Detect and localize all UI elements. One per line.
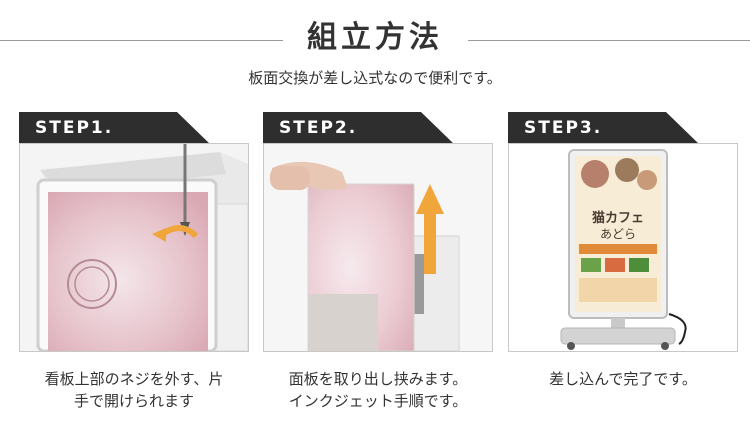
page-title: 組立方法 [307, 20, 443, 55]
step-tab-shape [19, 112, 211, 145]
step-1: STEP1. 看板上部のネジを外す、片 手 [19, 112, 249, 410]
step-2-caption: 面板を取り出し挟みます。 インクジェット手順です。 [253, 368, 503, 412]
step-1-tab: STEP1. [19, 112, 249, 145]
step-1-illustration [20, 144, 248, 351]
step-3-label: STEP3. [524, 118, 603, 138]
step-1-image [19, 143, 249, 352]
step-3-image: 猫カフェ あどら [508, 143, 738, 352]
step-3: STEP3. 猫カフェ あどら 差し込んで完了です。 [508, 112, 738, 388]
step-3-caption-line1: 差し込んで完了です。 [549, 370, 697, 388]
step-tab-shape [508, 112, 700, 145]
page-subtitle: 板面交換が差し込式なので便利です。 [248, 69, 502, 87]
poster-main-text: 猫カフェ [592, 210, 644, 226]
step-3-illustration: 猫カフェ あどら [509, 144, 737, 351]
step-2-caption-line2: インクジェット手順です。 [288, 392, 468, 410]
step-1-caption-line1: 看板上部のネジを外す、片 [44, 370, 224, 388]
title-rule-left [0, 40, 283, 41]
step-1-label: STEP1. [35, 118, 114, 138]
poster-sub-text: あどら [600, 227, 636, 241]
step-2: STEP2. 面板を取り出し挟みます。 インクジェット手順です。 [263, 112, 493, 410]
step-1-caption: 看板上部のネジを外す、片 手で開けられます [9, 368, 259, 412]
step-2-tab: STEP2. [263, 112, 493, 145]
step-tab-shape [263, 112, 455, 145]
step-1-caption-line2: 手で開けられます [73, 392, 194, 410]
step-3-tab: STEP3. [508, 112, 738, 145]
title-rule-right [468, 40, 750, 41]
step-3-caption: 差し込んで完了です。 [498, 368, 748, 390]
step-2-caption-line1: 面板を取り出し挟みます。 [288, 370, 468, 388]
step-2-illustration [264, 144, 492, 351]
step-2-label: STEP2. [279, 118, 358, 138]
step-2-image [263, 143, 493, 352]
